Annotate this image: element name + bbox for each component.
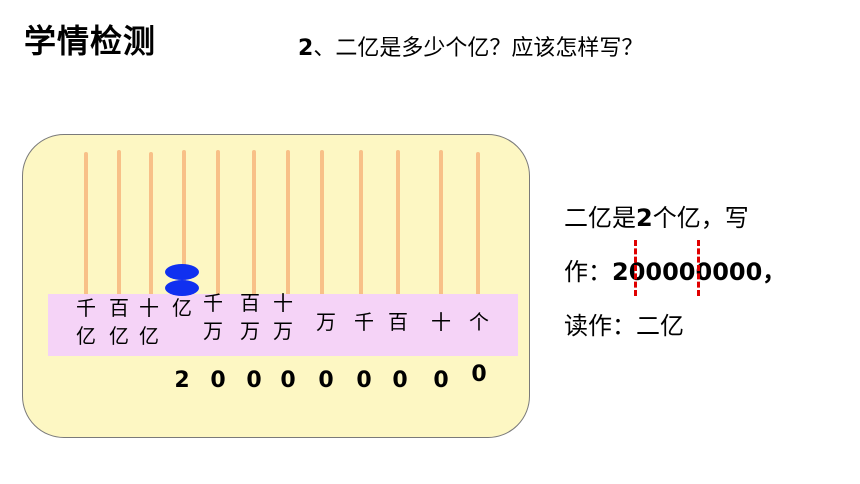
abacus-rod <box>216 150 220 296</box>
question-number: 2 <box>298 36 314 61</box>
written-digit: 0 <box>356 368 372 393</box>
written-digit: 2 <box>174 368 190 393</box>
place-value-label: 百万 <box>237 292 263 342</box>
place-value-label: 十亿 <box>136 297 162 347</box>
place-value-char-bottom: 亿 <box>109 324 129 348</box>
place-value-char-top: 千 <box>76 296 96 320</box>
place-value-char-top: 十 <box>139 296 159 320</box>
answer-line-1-text-b: 个亿，写 <box>652 204 749 232</box>
place-value-label: 亿 <box>169 297 195 319</box>
place-value-char-top: 个 <box>469 310 489 334</box>
abacus-rod <box>286 150 290 296</box>
place-value-char-bottom: 万 <box>240 319 260 343</box>
place-value-char-top: 百 <box>388 310 408 334</box>
written-digit: 0 <box>210 368 226 393</box>
answer-comma: ， <box>762 258 787 286</box>
abacus-bead <box>165 280 199 296</box>
place-value-label: 十 <box>428 311 454 333</box>
place-value-char-bottom: 亿 <box>76 324 96 348</box>
abacus-rod <box>252 150 256 296</box>
written-digit: 0 <box>392 368 408 393</box>
abacus-board <box>22 134 530 438</box>
place-value-char-bottom: 万 <box>273 319 293 343</box>
place-value-char-top: 百 <box>109 296 129 320</box>
place-value-char-bottom: 万 <box>203 319 223 343</box>
place-value-char-top: 千 <box>203 291 223 315</box>
answer-line-2-prefix: 作： <box>564 258 612 286</box>
place-value-char-top: 亿 <box>172 296 192 320</box>
abacus-rod <box>476 152 480 296</box>
abacus-rod <box>320 150 324 296</box>
answer-number-head: 2 <box>612 258 629 286</box>
place-value-char-top: 十 <box>273 291 293 315</box>
place-value-label: 个 <box>466 311 492 333</box>
place-value-label: 十万 <box>270 292 296 342</box>
abacus-rod <box>359 150 363 296</box>
answer-line-1-text-a: 二亿是 <box>564 204 636 232</box>
answer-line-3: 读作：二亿 <box>564 312 684 340</box>
abacus-rod <box>439 150 443 296</box>
abacus-rod <box>396 150 400 296</box>
written-digit: 0 <box>433 368 449 393</box>
written-digit: 0 <box>280 368 296 393</box>
question-text: 2、二亿是多少个亿？应该怎样写？ <box>298 30 643 62</box>
place-value-label: 百亿 <box>106 297 132 347</box>
written-digit: 0 <box>246 368 262 393</box>
separator-mark-2 <box>697 240 700 296</box>
abacus-bead <box>165 264 199 280</box>
answer-line-1-number: 2 <box>636 204 653 232</box>
separator-mark-1 <box>634 240 637 296</box>
place-value-label: 千亿 <box>73 297 99 347</box>
place-value-label: 千万 <box>200 292 226 342</box>
place-value-char-top: 十 <box>431 310 451 334</box>
answer-number-mid: 0000 <box>628 258 696 286</box>
written-digit: 0 <box>318 368 334 393</box>
answer-line-1: 二亿是2个亿，写 <box>564 198 749 233</box>
abacus-rod <box>84 152 88 296</box>
place-value-band <box>48 294 518 356</box>
abacus-rod <box>182 150 186 296</box>
place-value-char-top: 万 <box>316 310 336 334</box>
answer-line-2: 作：200000000， <box>564 252 786 287</box>
answer-number-tail: 0000 <box>695 258 763 286</box>
abacus-rod <box>117 150 121 296</box>
slide-title: 学情检测 <box>24 22 157 60</box>
place-value-label: 千 <box>351 311 377 333</box>
place-value-char-top: 千 <box>354 310 374 334</box>
place-value-label: 万 <box>313 311 339 333</box>
written-digit: 0 <box>471 362 487 387</box>
place-value-char-top: 百 <box>240 291 260 315</box>
place-value-char-bottom: 亿 <box>139 324 159 348</box>
place-value-label: 百 <box>385 311 411 333</box>
abacus-rod <box>149 152 153 296</box>
question-body: 、二亿是多少个亿？应该怎样写？ <box>313 36 644 61</box>
